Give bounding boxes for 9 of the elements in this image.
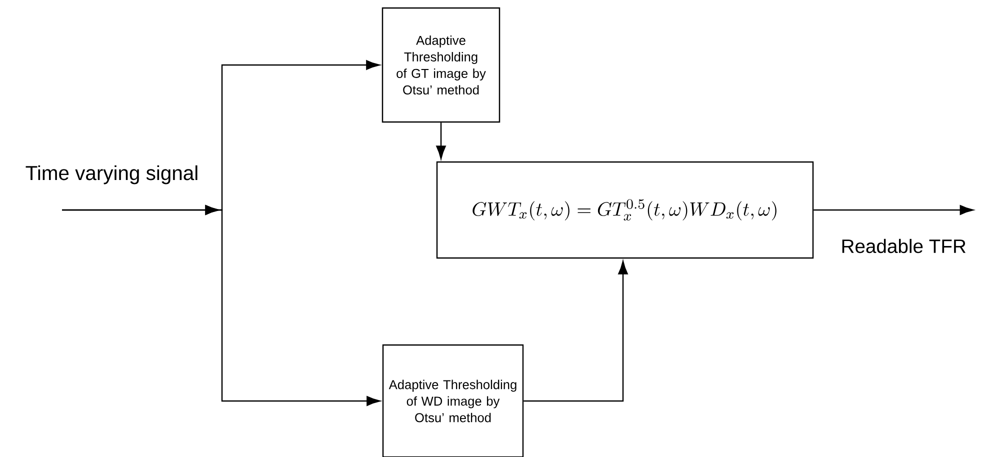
arrow [62,205,380,406]
formula-box: $GWT_{x}(t,\omega) = GT_{x}^{0.5}(t,\omega)WD_{x}(t,\omega)$ [436,161,814,259]
arrow [436,122,446,160]
arrow [814,205,974,215]
input-label: Time varying signal [26,165,198,184]
arrow [524,260,628,402]
edge-label: Readable TFR [842,238,966,254]
process-box: Adaptive Thresholding of GT image by Otsu’ method [382,7,500,123]
process-box: Adaptive Thresholding of WD image by Otsu’ method [382,344,524,457]
